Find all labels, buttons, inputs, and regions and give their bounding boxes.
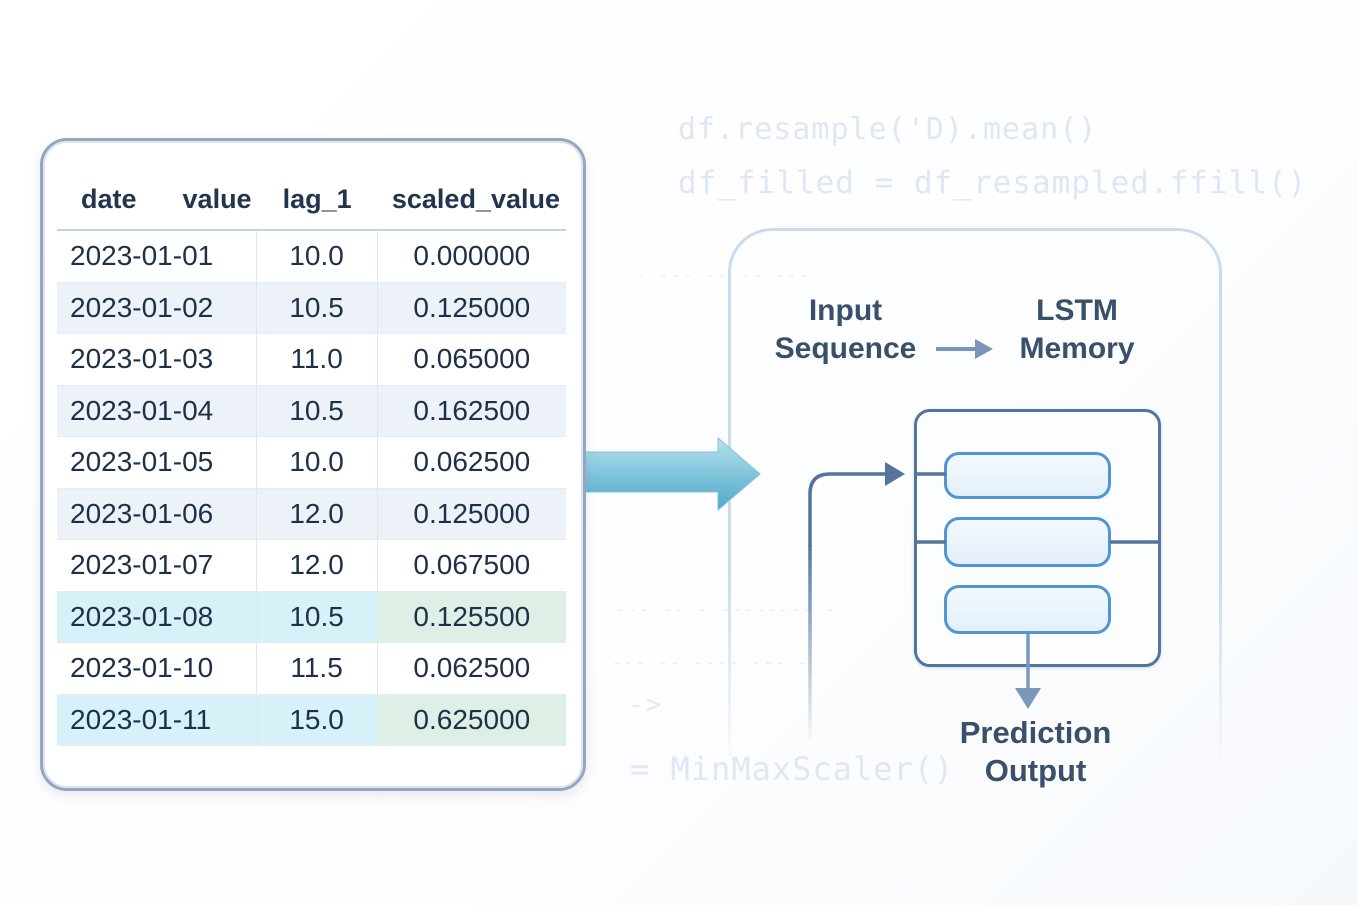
header-cell-date: date (81, 183, 137, 214)
table-row: 2023-01-06 12.0 0.125000 (57, 488, 566, 540)
header-cell-lag1: lag_1 (282, 183, 352, 214)
cell-value: 12.0 (255, 540, 378, 591)
cell-date: 2023-01-02 (57, 282, 256, 333)
output-label-line1: Prediction (959, 715, 1112, 750)
lstm-cell (944, 517, 1111, 567)
cell-value: 10.5 (255, 591, 378, 642)
table-card: date value lag_1 scaled_value 2023-01-01… (40, 138, 586, 791)
header-cell-value: value (182, 183, 252, 214)
cell-scaled-value: 0.062500 (413, 446, 531, 478)
input-label-line2: Sequence (774, 332, 917, 365)
background-code-line-1: df.resample('D).mean() (678, 112, 1098, 147)
memory-label-line2: Memory (1019, 332, 1135, 365)
cell-date: 2023-01-08 (57, 591, 256, 642)
cell-value: 15.0 (255, 694, 378, 745)
background-code-line-3: = MinMaxScaler() (630, 750, 955, 788)
cell-scaled-value: 0.625000 (377, 694, 566, 745)
cell-date: 2023-01-01 (70, 240, 214, 272)
cell-date: 2023-01-07 (70, 549, 214, 581)
background-code-fragment: --- -- - -------- - (616, 600, 838, 619)
table-row: 2023-01-08 10.5 0.125500 (57, 591, 566, 643)
header-cell-scaled-value: scaled_value (391, 183, 560, 214)
input-label-line1: Input (808, 294, 883, 327)
table-row: 2023-01-07 12.0 0.067500 (57, 540, 566, 592)
background-code-fragment: --- -- ---- --- - (612, 653, 810, 672)
cell-scaled-value: 0.065000 (413, 343, 531, 375)
lstm-cell (944, 452, 1111, 499)
input-sequence-label: Input Sequence (758, 292, 933, 368)
table-row: 2023-01-03 11.0 0.065000 (57, 334, 566, 386)
cell-date: 2023-01-06 (57, 488, 256, 539)
table-row: 2023-01-05 10.0 0.062500 (57, 437, 566, 489)
cell-scaled-value: 0.125000 (377, 488, 566, 539)
table-row: 2023-01-04 10.5 0.162500 (57, 385, 566, 437)
cell-value: 10.5 (255, 385, 378, 436)
cell-scaled-value: 0.125000 (377, 282, 566, 333)
cell-value: 11.0 (255, 334, 378, 385)
table-row: 2023-01-01 10.0 0.000000 (57, 231, 566, 283)
table-row: 2023-01-02 10.5 0.125000 (57, 282, 566, 334)
cell-date: 2023-01-05 (70, 446, 214, 478)
table-body: 2023-01-01 10.0 0.000000 2023-01-02 10.5… (57, 231, 566, 746)
table-row: 2023-01-11 15.0 0.625000 (57, 694, 566, 746)
background-code-line-2: df_filled = df_resampled.ffill() (678, 165, 1308, 201)
prediction-output-label: Prediction Output (938, 714, 1133, 790)
cell-value: 10.0 (255, 231, 378, 282)
cell-scaled-value: 0.125500 (377, 591, 566, 642)
cell-scaled-value: 0.067500 (413, 549, 531, 581)
cell-scaled-value: 0.162500 (377, 385, 566, 436)
table-header-row: date value lag_1 scaled_value (57, 169, 566, 231)
lstm-memory-label: LSTM Memory (988, 292, 1166, 368)
table-row: 2023-01-10 11.5 0.062500 (57, 643, 566, 695)
lstm-cell (944, 585, 1111, 634)
cell-date: 2023-01-04 (57, 385, 256, 436)
cell-date: 2023-01-03 (70, 343, 214, 375)
cell-scaled-value: 0.062500 (413, 652, 531, 684)
cell-value: 11.5 (255, 643, 378, 694)
cell-scaled-value: 0.000000 (413, 240, 531, 272)
cell-value: 10.5 (255, 282, 378, 333)
output-label-line2: Output (984, 753, 1087, 788)
memory-label-line1: LSTM (1036, 294, 1118, 327)
cell-value: 12.0 (255, 488, 378, 539)
cell-date: 2023-01-10 (70, 652, 214, 684)
cell-value: 10.0 (255, 437, 378, 488)
background-code-fragment: -> (628, 690, 664, 720)
cell-date: 2023-01-11 (57, 694, 256, 745)
